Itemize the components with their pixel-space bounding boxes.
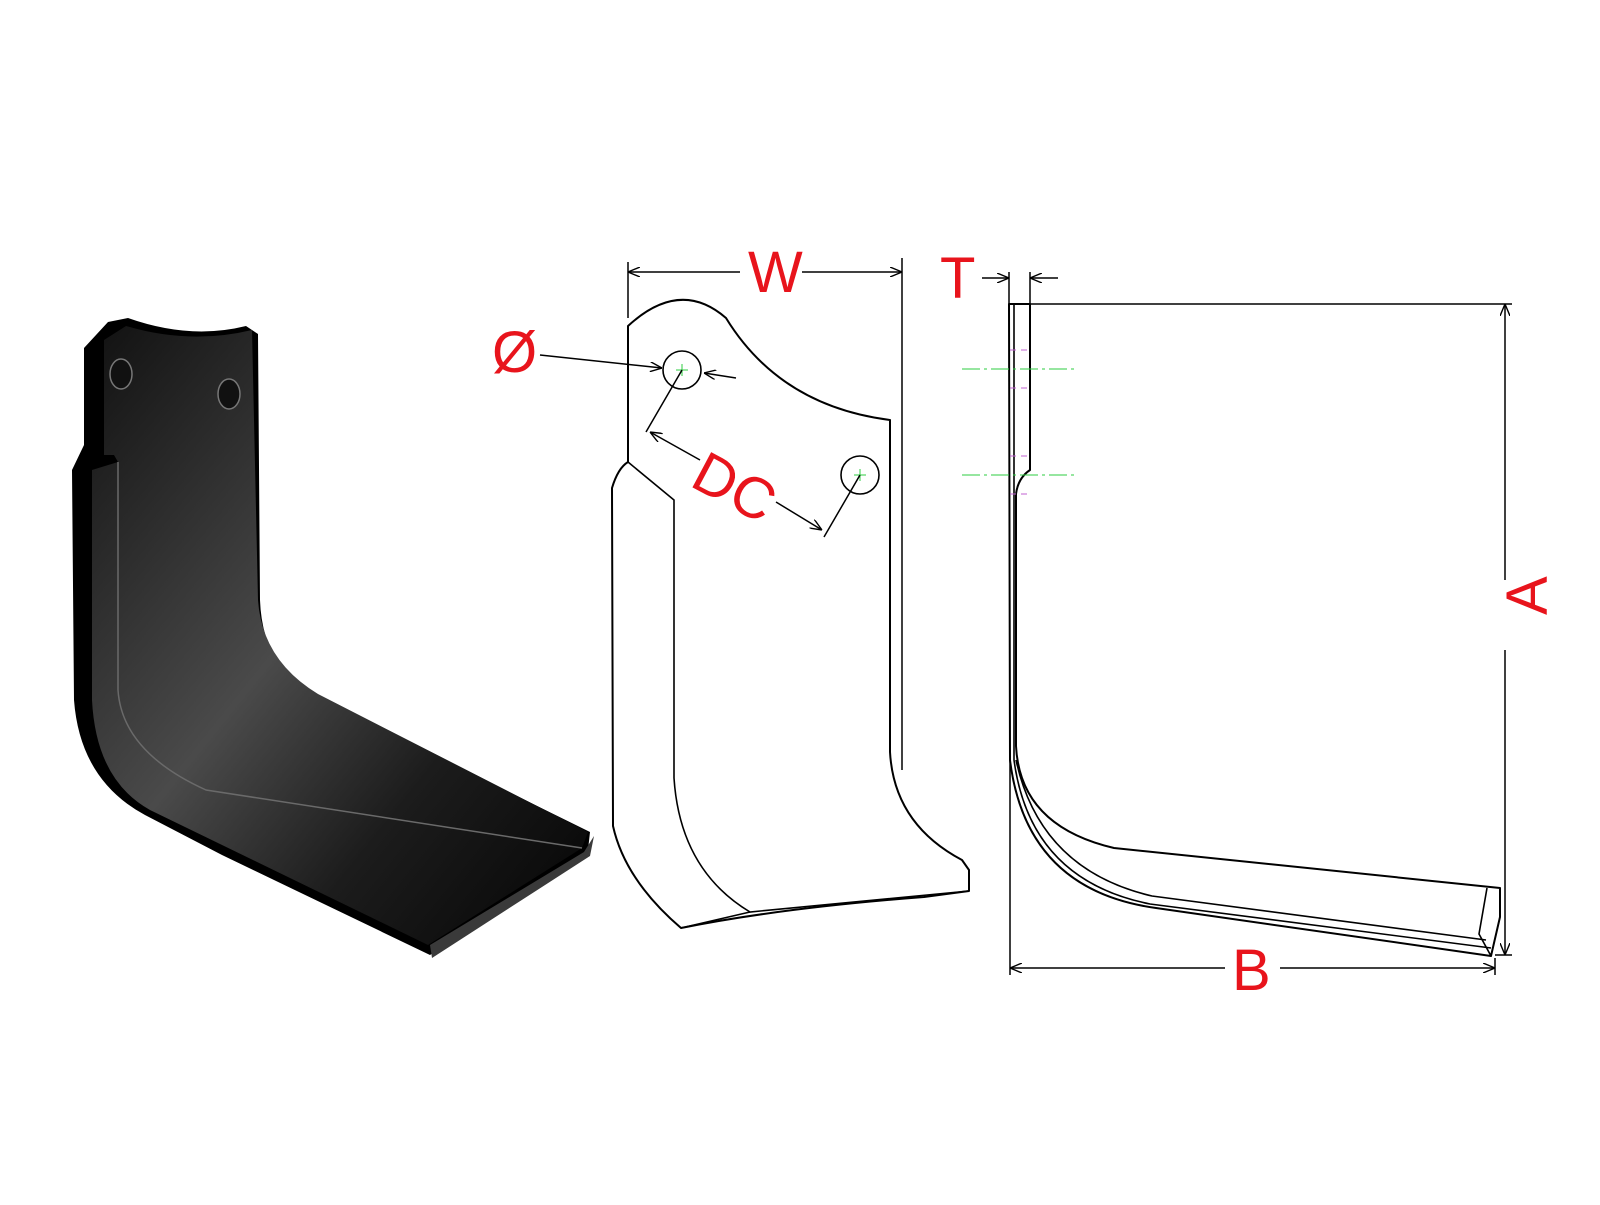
- side-view-hidden-hole-1: [1010, 349, 1030, 389]
- blade-3d-render: [72, 318, 594, 958]
- dimension-diameter: Ø: [492, 320, 737, 385]
- label-distance-centers: DC: [682, 439, 786, 536]
- label-width: W: [748, 240, 803, 305]
- front-view-inner-edge: [627, 461, 970, 913]
- dimension-width: W: [627, 240, 903, 770]
- blade-side-view: [962, 303, 1501, 957]
- blade-3d-front-face: [92, 326, 588, 945]
- blade-3d-hole-1: [109, 358, 133, 390]
- blade-3d-hole-2: [217, 378, 241, 410]
- blade-3d-bevel: [430, 836, 594, 958]
- side-view-hidden-hole-2: [1010, 455, 1030, 495]
- dimension-length: B: [1009, 760, 1496, 1003]
- side-view-edge-2: [1015, 759, 1487, 941]
- front-view-edge-bevel: [680, 911, 751, 929]
- front-view-outline: [611, 298, 970, 929]
- side-view-edge-1: [1013, 304, 1492, 949]
- front-view-hole-2: [840, 455, 880, 495]
- label-length: B: [1232, 938, 1271, 1003]
- label-height: A: [1495, 576, 1560, 615]
- blade-3d-edge-line: [117, 462, 583, 849]
- side-view-bevel: [1478, 887, 1492, 957]
- dimension-distance-centers: DC: [645, 369, 861, 538]
- blade-front-view: [611, 298, 970, 929]
- front-view-hole-1: [662, 350, 702, 390]
- side-view-outline: [1008, 303, 1501, 957]
- dimension-height: A: [1030, 303, 1560, 956]
- label-diameter: Ø: [492, 320, 537, 385]
- dimension-thickness: T: [940, 246, 1058, 311]
- label-thickness: T: [940, 246, 975, 311]
